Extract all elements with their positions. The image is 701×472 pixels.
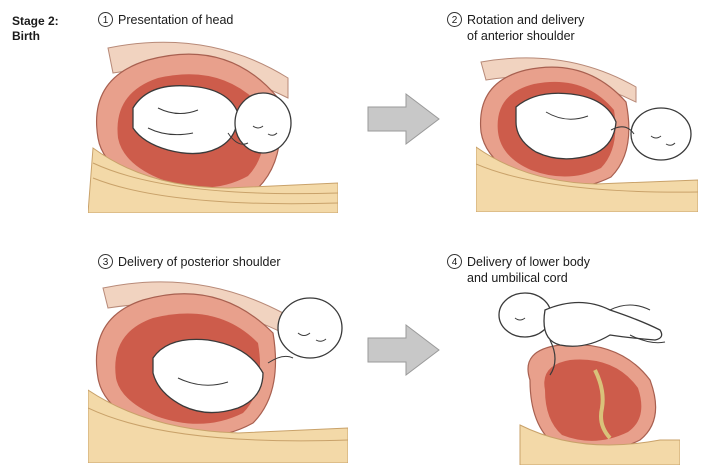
- step-3-line-1: Delivery of posterior shoulder: [118, 254, 281, 270]
- stage-label: Stage 2:: [12, 14, 59, 29]
- step-1-number: 1: [98, 12, 113, 27]
- illustration-posterior-shoulder: [88, 278, 348, 463]
- arrow-right-icon: [366, 92, 442, 146]
- illustration-anterior-shoulder: [476, 52, 698, 212]
- step-1-line-1: Presentation of head: [118, 12, 233, 28]
- stage-heading: Stage 2: Birth: [12, 14, 59, 44]
- illustration-lower-body-and-cord: [490, 290, 680, 465]
- step-3-caption: 3 Delivery of posterior shoulder: [98, 254, 281, 270]
- fetus-figure: [133, 86, 291, 154]
- step-2-number: 2: [447, 12, 462, 27]
- step-1-caption: 1 Presentation of head: [98, 12, 233, 28]
- illustration-presentation-of-head: [88, 38, 338, 213]
- step-4-line-1: Delivery of lower body: [467, 254, 590, 270]
- step-4-line-2: and umbilical cord: [467, 270, 590, 286]
- step-4-number: 4: [447, 254, 462, 269]
- step-2-line-1: Rotation and delivery: [467, 12, 584, 28]
- arrow-right-icon: [366, 323, 442, 377]
- stage-name: Birth: [12, 29, 59, 44]
- step-3-number: 3: [98, 254, 113, 269]
- step-2-line-2: of anterior shoulder: [467, 28, 584, 44]
